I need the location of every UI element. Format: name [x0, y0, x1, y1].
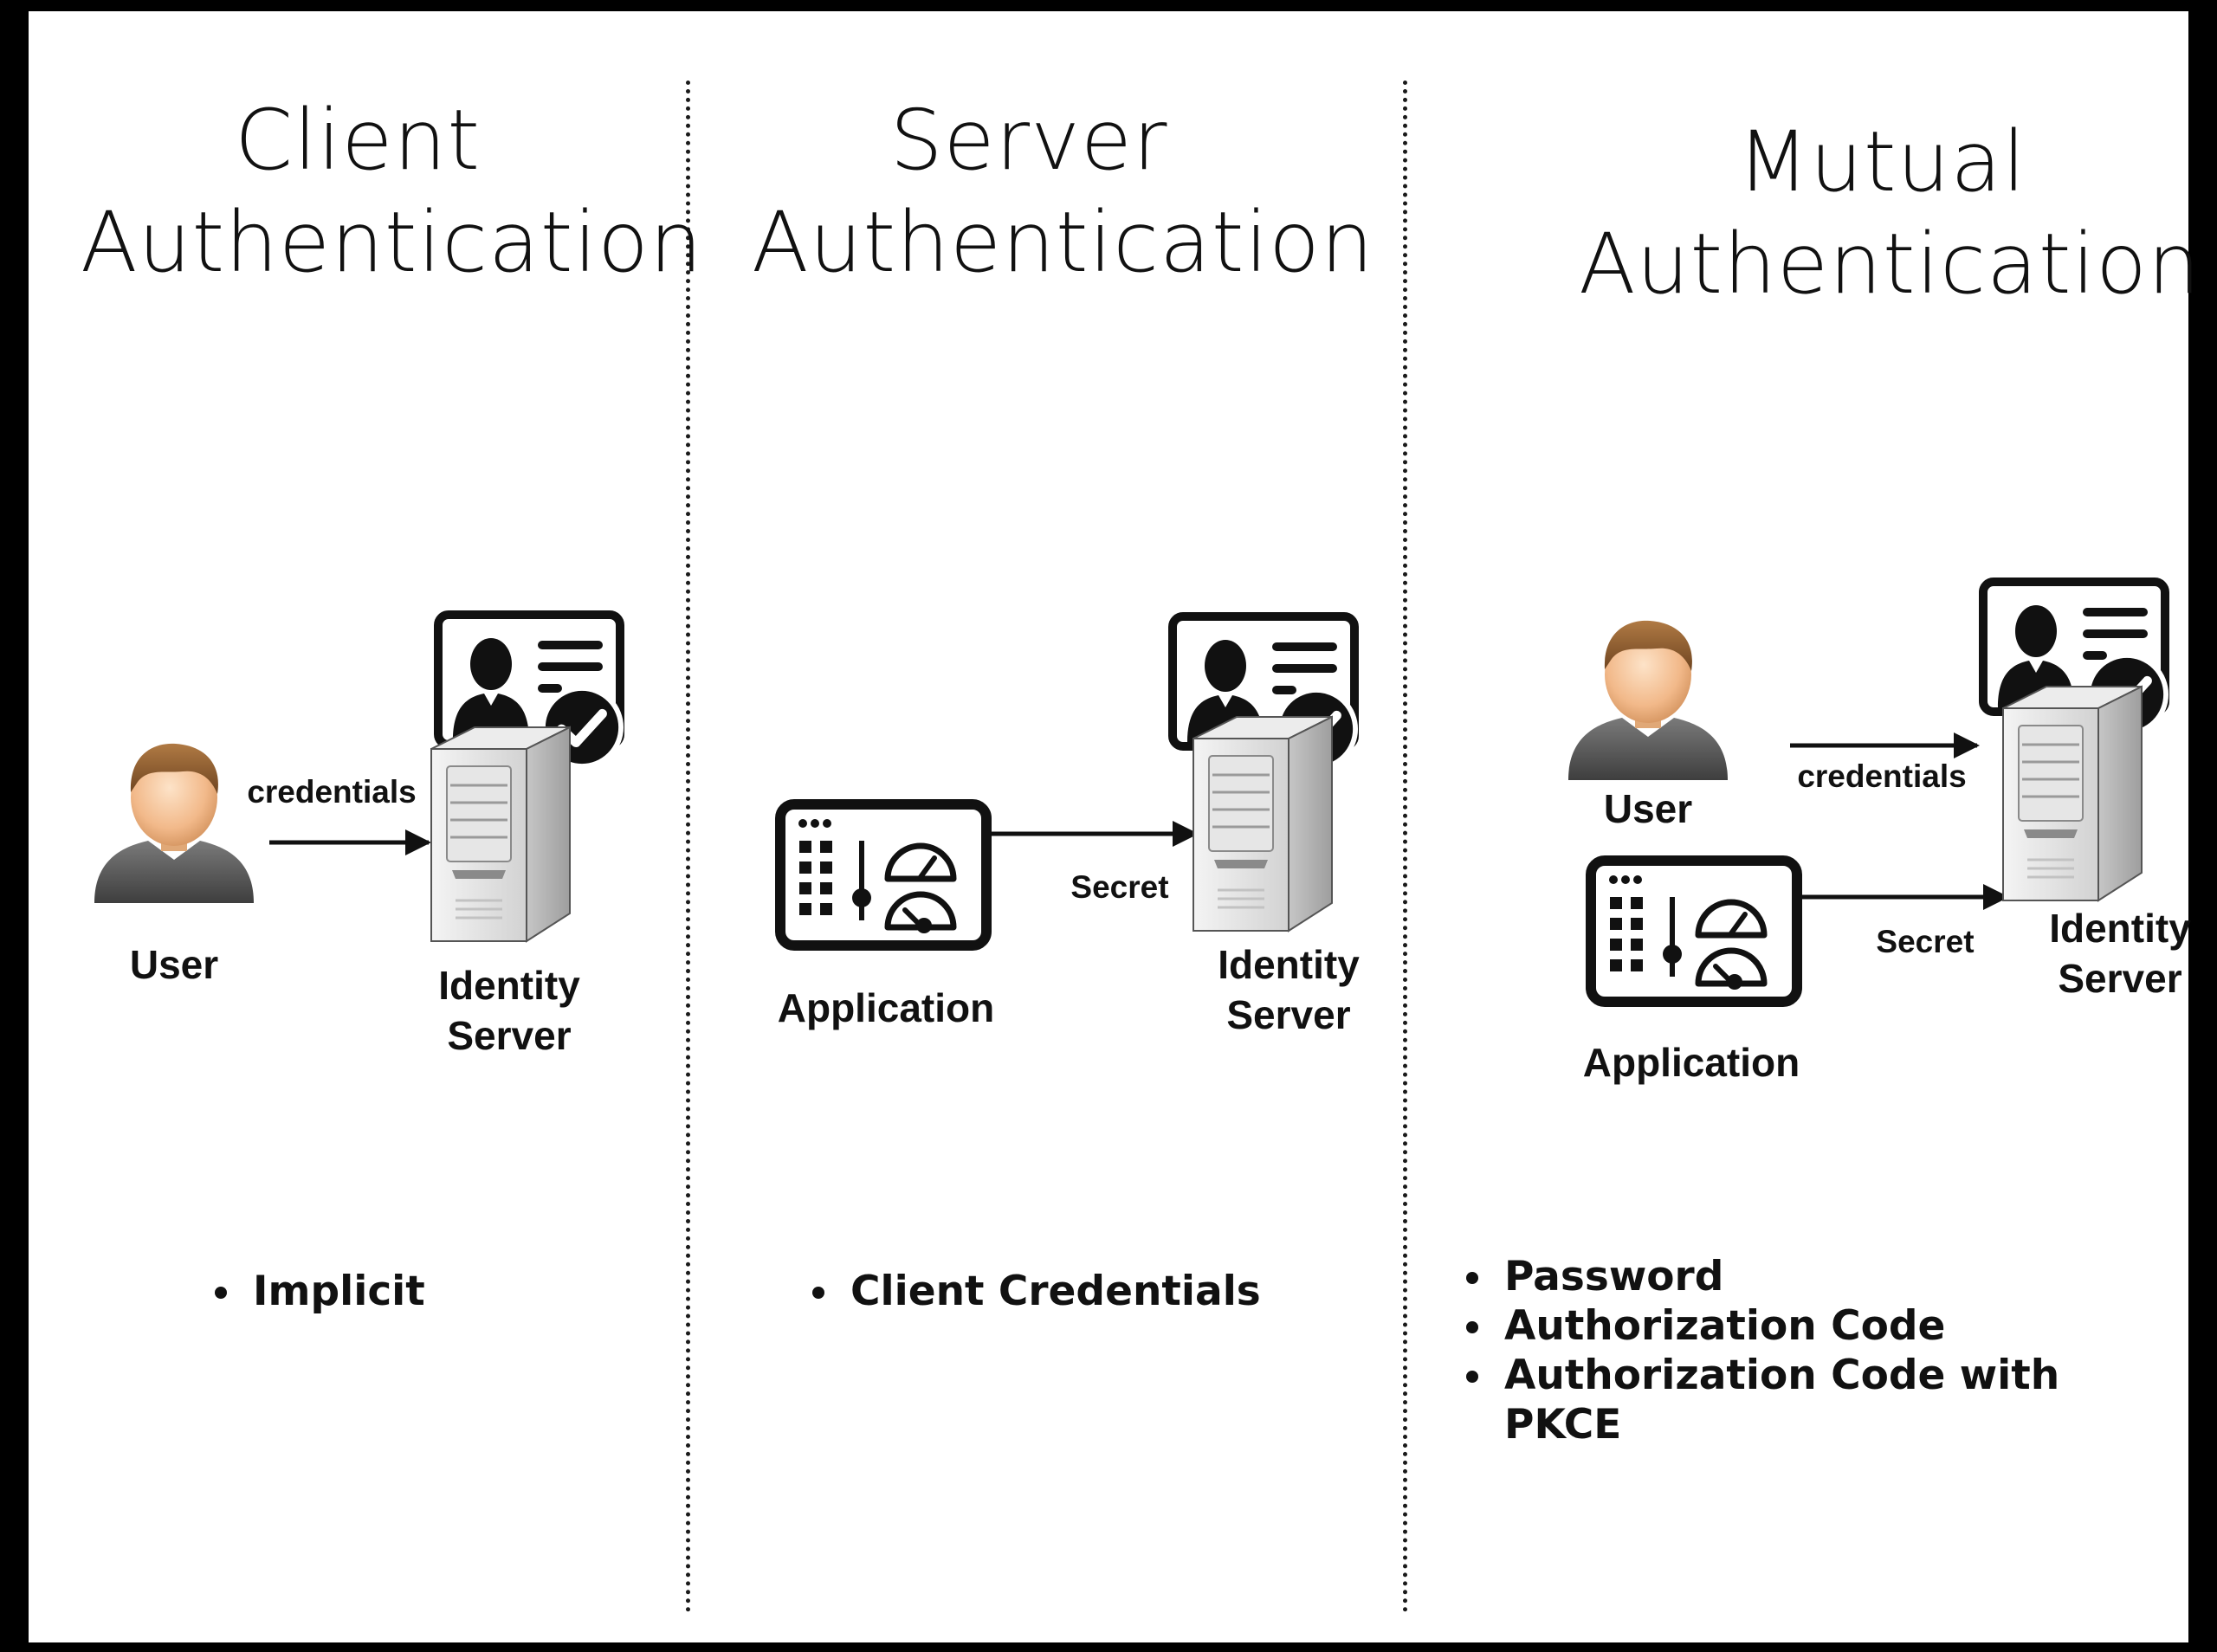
flow-list: Client Credentials — [812, 1267, 1261, 1316]
server-label: Identity Server — [1180, 939, 1397, 1040]
application-dashboard-icon — [1586, 855, 1802, 1007]
user-icon — [87, 730, 261, 903]
arrow-label: credentials — [247, 774, 417, 810]
flow-item: Password — [1466, 1252, 2188, 1301]
server-label: Identity Server — [2016, 903, 2217, 1003]
server-tower-icon — [1185, 713, 1341, 938]
panel-title-line1: Mutual — [1737, 113, 2026, 210]
server-label-line1: Identity — [438, 963, 580, 1008]
flow-list: Password Authorization Code Authorizatio… — [1466, 1252, 2188, 1449]
arrow-label: Secret — [1070, 869, 1169, 905]
arrow-icon — [269, 829, 431, 855]
arrow-icon — [1790, 732, 1980, 758]
panel-title: Mutual Authentication — [1579, 111, 2201, 315]
server-tower-icon — [1994, 682, 2150, 907]
flow-item: Client Credentials — [812, 1267, 1261, 1316]
panel-title-line1: Client — [235, 92, 481, 189]
panel-divider-left — [686, 81, 690, 1613]
arrow-label: Secret — [1876, 924, 1975, 959]
flow-item: Authorization Code — [1466, 1301, 2188, 1351]
server-label: Identity Server — [401, 960, 617, 1061]
flow-list: Implicit — [215, 1267, 425, 1316]
server-label-line2: Server — [2058, 956, 2182, 1001]
panel-title-line2: Authentication — [1579, 216, 2201, 313]
panel-title-line1: Server — [889, 92, 1168, 189]
user-label: User — [129, 942, 219, 987]
panel-divider-right — [1403, 81, 1407, 1613]
application-dashboard-icon — [775, 799, 992, 951]
server-label-line2: Server — [1226, 992, 1351, 1037]
flow-item: Implicit — [215, 1267, 425, 1316]
arrow-icon — [992, 821, 1199, 847]
arrow-icon — [1802, 884, 2009, 910]
application-label: Application — [777, 985, 995, 1030]
arrow-label: credentials — [1797, 758, 1967, 794]
server-tower-icon — [423, 723, 578, 948]
flow-item: Authorization Code with PKCE — [1466, 1351, 2188, 1449]
server-label-line2: Server — [447, 1013, 572, 1058]
slide: Client Authentication User credentials I… — [29, 11, 2201, 1642]
application-label: Application — [1582, 1040, 1800, 1085]
user-icon — [1561, 607, 1735, 780]
panel-title: Client Authentication — [81, 89, 703, 294]
server-label-line1: Identity — [1218, 942, 1360, 987]
panel-title: Server Authentication — [752, 89, 1374, 294]
panel-title-line2: Authentication — [81, 194, 703, 291]
server-label-line1: Identity — [2049, 906, 2191, 951]
user-label: User — [1603, 786, 1693, 831]
panel-title-line2: Authentication — [752, 194, 1374, 291]
